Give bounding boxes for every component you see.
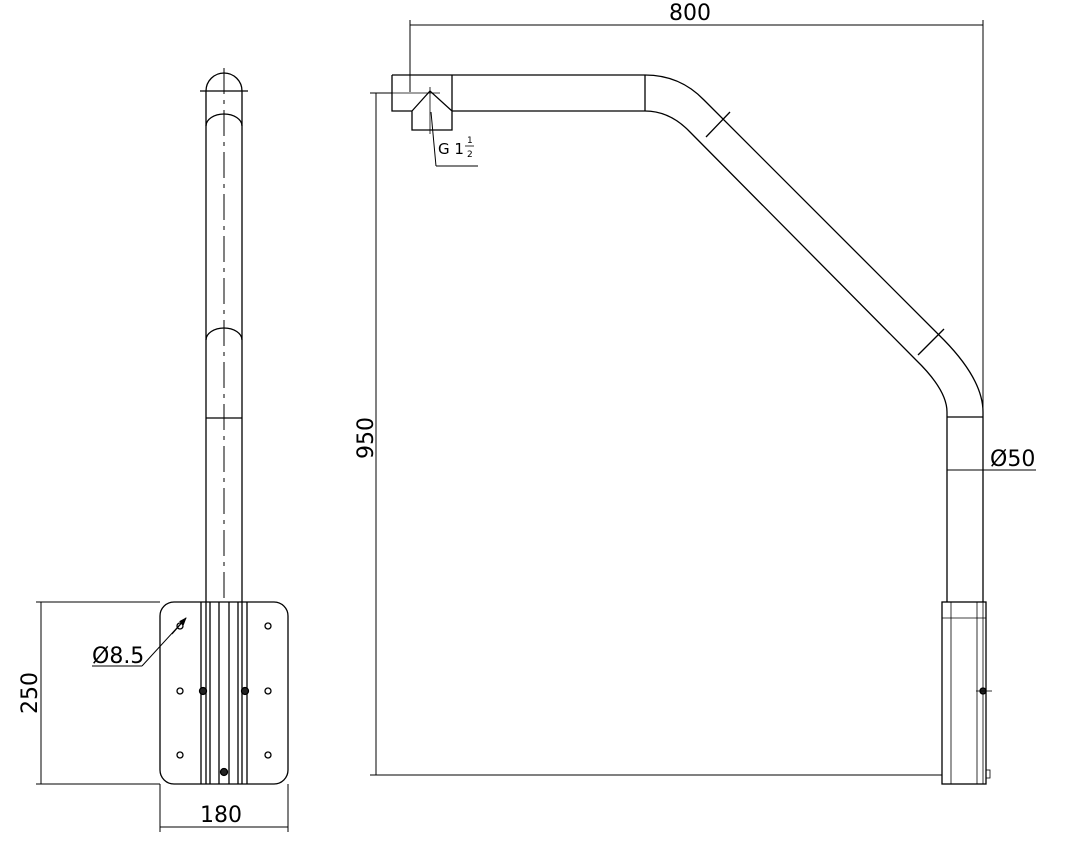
segment-joint xyxy=(917,328,945,356)
front-view xyxy=(159,68,289,785)
side-view-dimensions xyxy=(370,20,1036,776)
mounting-hole xyxy=(264,622,272,630)
base-plate-side xyxy=(941,601,987,785)
pipe-outer-edge xyxy=(392,74,984,602)
mounting-hole xyxy=(176,687,184,695)
side-view xyxy=(375,74,992,785)
screw xyxy=(219,767,229,777)
dim-total-width: 800 xyxy=(669,1,711,26)
dim-tube-diameter: Ø50 xyxy=(990,447,1035,472)
segment-joint xyxy=(705,111,731,138)
thread-fitting xyxy=(391,75,453,131)
thread-label: G 1 xyxy=(438,140,464,158)
dim-total-height: 950 xyxy=(354,417,379,459)
front-view-dimensions xyxy=(36,601,289,832)
pipe-inner-edge xyxy=(452,110,948,602)
mounting-plate xyxy=(159,601,289,785)
dim-plate-height: 250 xyxy=(18,672,43,714)
thread-fraction-numerator: 1 xyxy=(467,136,473,146)
screw xyxy=(240,686,250,696)
dim-hole-diameter: Ø8.5 xyxy=(92,644,144,669)
screw xyxy=(198,686,208,696)
thread-fraction-denominator: 2 xyxy=(467,150,473,160)
mounting-hole xyxy=(264,751,272,759)
leader-thread xyxy=(430,111,437,167)
mounting-hole xyxy=(176,751,184,759)
dim-plate-width: 180 xyxy=(200,803,242,828)
mounting-hole xyxy=(264,687,272,695)
